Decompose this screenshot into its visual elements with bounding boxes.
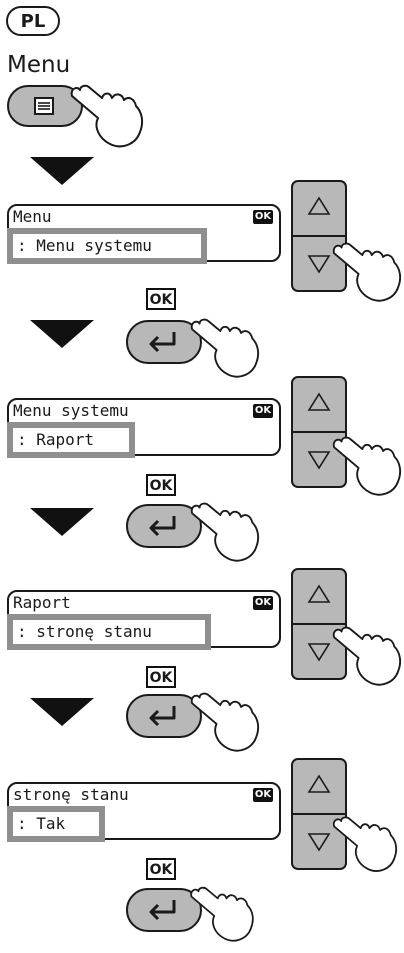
- ok-label: OK: [146, 666, 176, 688]
- language-badge: PL: [6, 6, 60, 36]
- pointing-hand-icon: [190, 692, 260, 752]
- pointing-hand-icon: [332, 816, 398, 872]
- ok-badge: OK: [253, 404, 273, 418]
- down-triangle-icon: [307, 643, 331, 662]
- ok-badge: OK: [253, 788, 273, 802]
- menu-list-icon: [34, 97, 54, 115]
- ok-badge: OK: [253, 210, 273, 224]
- down-arrow-icon: [30, 508, 94, 536]
- lcd-selected-line: : Tak: [7, 806, 105, 842]
- ok-label: OK: [146, 288, 176, 310]
- up-down-keypad-step-3[interactable]: [291, 568, 347, 680]
- lcd-selected-line: : Raport: [7, 422, 135, 458]
- enter-return-icon: [149, 332, 176, 353]
- pointing-hand-icon: [332, 242, 402, 302]
- down-triangle-icon: [307, 833, 331, 852]
- lcd-display-step-1: Menu OK : Menu systemu: [7, 204, 281, 264]
- up-down-keypad-step-2[interactable]: [291, 376, 347, 488]
- lcd-line-1: Raport: [13, 593, 71, 612]
- lcd-line-1: Menu: [13, 207, 52, 226]
- up-triangle-icon: [307, 774, 331, 793]
- lcd-display-step-3: Raport OK : stronę stanu: [7, 590, 281, 650]
- up-down-keypad-step-1[interactable]: [291, 180, 347, 292]
- pointing-hand-icon: [190, 502, 260, 562]
- section-title: Menu: [7, 52, 71, 78]
- down-triangle-icon: [307, 255, 331, 274]
- pointing-hand-icon: [332, 626, 402, 686]
- lcd-selected-line: : stronę stanu: [7, 614, 211, 650]
- up-down-keypad-step-4[interactable]: [291, 758, 347, 870]
- up-triangle-icon: [307, 392, 331, 411]
- up-triangle-icon: [307, 196, 331, 215]
- ok-label: OK: [146, 474, 176, 496]
- ok-label: OK: [146, 858, 176, 880]
- pointing-hand-icon: [190, 886, 254, 942]
- ok-enter-button[interactable]: [126, 504, 204, 550]
- up-triangle-icon: [307, 584, 331, 603]
- enter-return-icon: [149, 900, 176, 921]
- lcd-display-step-4: stronę stanu OK : Tak: [7, 782, 281, 842]
- pointing-hand-icon: [332, 436, 402, 496]
- pointing-hand-icon: [190, 318, 260, 378]
- down-arrow-icon: [30, 320, 94, 348]
- lcd-selected-line: : Menu systemu: [7, 228, 207, 264]
- ok-enter-button[interactable]: [126, 888, 204, 934]
- menu-key-button[interactable]: [7, 85, 87, 129]
- ok-enter-button[interactable]: [126, 320, 204, 366]
- enter-return-icon: [149, 706, 176, 727]
- pointing-hand-icon: [70, 84, 144, 148]
- enter-return-icon: [149, 516, 176, 537]
- down-arrow-icon: [30, 157, 94, 185]
- lcd-display-step-2: Menu systemu OK : Raport: [7, 398, 281, 458]
- ok-enter-button[interactable]: [126, 694, 204, 740]
- down-arrow-icon: [30, 698, 94, 726]
- lcd-line-1: stronę stanu: [13, 785, 129, 804]
- lcd-line-1: Menu systemu: [13, 401, 129, 420]
- down-triangle-icon: [307, 451, 331, 470]
- ok-badge: OK: [253, 596, 273, 610]
